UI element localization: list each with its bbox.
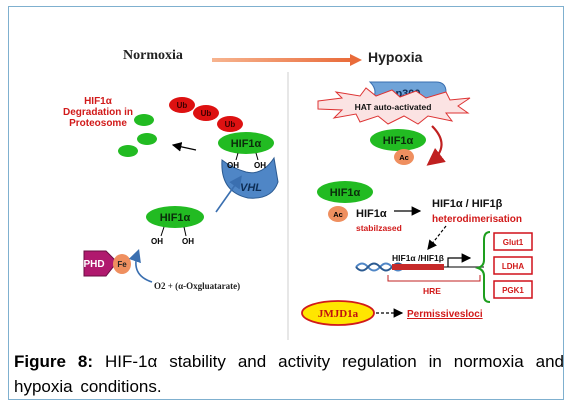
permissive-loci-label: Permissivesloci <box>407 309 483 320</box>
hif1a-hypoxia-top <box>370 129 426 151</box>
oh-bond <box>183 226 187 237</box>
dimer-label: HIF1α / HIF1β <box>432 198 503 210</box>
oh-label: OH <box>254 161 266 170</box>
fe-label: Fe <box>117 260 127 269</box>
hif1a-stabilized-label: HIF1α <box>330 187 361 199</box>
ub-ellipse <box>193 105 219 121</box>
ub-label: Ub <box>177 101 188 110</box>
hat-label: HAT auto-activated <box>355 102 432 112</box>
acetylation-curved-arrow <box>426 125 446 166</box>
gene-ldha-label: LDHA <box>502 262 524 271</box>
hif1a-text-label: HIF1α <box>356 208 387 220</box>
ac-label: Ac <box>399 153 409 162</box>
binding-dashed-arrow <box>427 225 447 250</box>
ub-label: Ub <box>225 120 236 129</box>
oh-bond <box>255 152 259 161</box>
ub-label: Ub <box>201 109 212 118</box>
cofactor-curved-arrow <box>128 248 153 283</box>
hre-bracket <box>387 275 481 282</box>
fe-cofactor <box>113 254 131 274</box>
phd-label: PHD <box>83 259 104 270</box>
degradation-line2: Proteosome <box>69 118 127 129</box>
oh-label: OH <box>182 237 194 246</box>
heterodimerisation-label: heterodimerisation <box>432 214 522 225</box>
cofactor-label: O2 + (α-Oxgluatarate) <box>154 281 240 291</box>
gene-brace <box>474 231 491 303</box>
hypoxia-label: Hypoxia <box>368 49 423 65</box>
ac-modification <box>328 206 348 222</box>
hif1a-normoxia-bottom-label: HIF1α <box>160 212 191 224</box>
stabilized-label: stabilzased <box>356 223 402 233</box>
dna-strand <box>355 262 484 272</box>
oh-label: OH <box>227 161 239 170</box>
proteasome-fragments <box>118 114 157 157</box>
oh-bond <box>160 226 165 237</box>
gene-pgk1-label: PGK1 <box>502 286 524 295</box>
vhl-label: VHL <box>240 182 262 194</box>
ub-ellipse <box>217 116 243 132</box>
hre-segment <box>392 264 444 270</box>
fragment-ellipse <box>137 133 157 145</box>
transcription-arrow <box>447 253 472 267</box>
ubiquitin-chain: Ub Ub Ub <box>169 97 243 132</box>
fragment-ellipse <box>134 114 154 126</box>
phd-enzyme <box>83 250 118 277</box>
ub-ellipse <box>169 97 195 113</box>
degradation-title: HIF1α <box>84 96 113 107</box>
hif1a-normoxia-top <box>218 132 274 154</box>
hif1a-normoxia-top-label: HIF1α <box>231 138 262 150</box>
degradation-arrow <box>171 142 197 152</box>
degradation-line1: Degradation in <box>63 107 133 118</box>
hif1a-normoxia-bottom <box>146 206 204 228</box>
oh-label: OH <box>151 237 163 246</box>
caption-label: Figure 8: <box>14 352 93 371</box>
figure-frame <box>8 6 564 400</box>
ac-modification <box>394 149 414 165</box>
oh-bond <box>235 152 239 161</box>
hydroxylation-arrow <box>215 175 242 213</box>
gene-box-ldha <box>493 256 533 275</box>
dna-complex-label: HIF1α /HIF1β <box>392 253 444 263</box>
hre-label: HRE <box>423 286 441 296</box>
ac-label: Ac <box>333 210 343 219</box>
jmjd1a-label: JMJD1a <box>318 308 359 320</box>
figure-caption: Figure 8: HIF-1α stability and activity … <box>14 349 564 399</box>
hif1a-stabilized <box>317 181 373 203</box>
hif1a-hypoxia-top-label: HIF1α <box>383 135 414 147</box>
caption-text: HIF-1α stability and activity regulation… <box>14 352 564 396</box>
gene-glut1-label: Glut1 <box>503 238 524 247</box>
gene-box-pgk1 <box>493 280 533 299</box>
normoxia-label: Normoxia <box>123 48 183 63</box>
jmjd1a-enzyme <box>301 300 375 326</box>
gene-box-glut1 <box>493 232 533 251</box>
transition-arrow <box>212 54 362 66</box>
hat-starburst <box>317 87 471 125</box>
fragment-ellipse <box>118 145 138 157</box>
